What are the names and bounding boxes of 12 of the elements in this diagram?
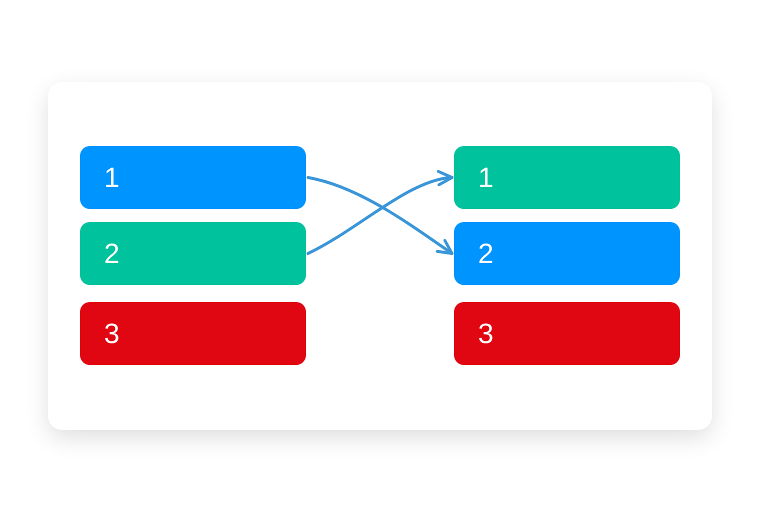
item-number: 3 <box>478 320 494 348</box>
list-item-bar <box>454 302 680 365</box>
list-item-bar <box>454 146 680 209</box>
list-item-bar <box>454 222 680 285</box>
list-item-bar <box>80 146 306 209</box>
list-item-bar <box>80 302 306 365</box>
item-number: 2 <box>478 240 494 268</box>
item-number: 3 <box>104 320 120 348</box>
item-number: 2 <box>104 240 120 268</box>
item-number: 1 <box>104 164 120 192</box>
item-number: 1 <box>478 164 494 192</box>
list-item-bar <box>80 222 306 285</box>
